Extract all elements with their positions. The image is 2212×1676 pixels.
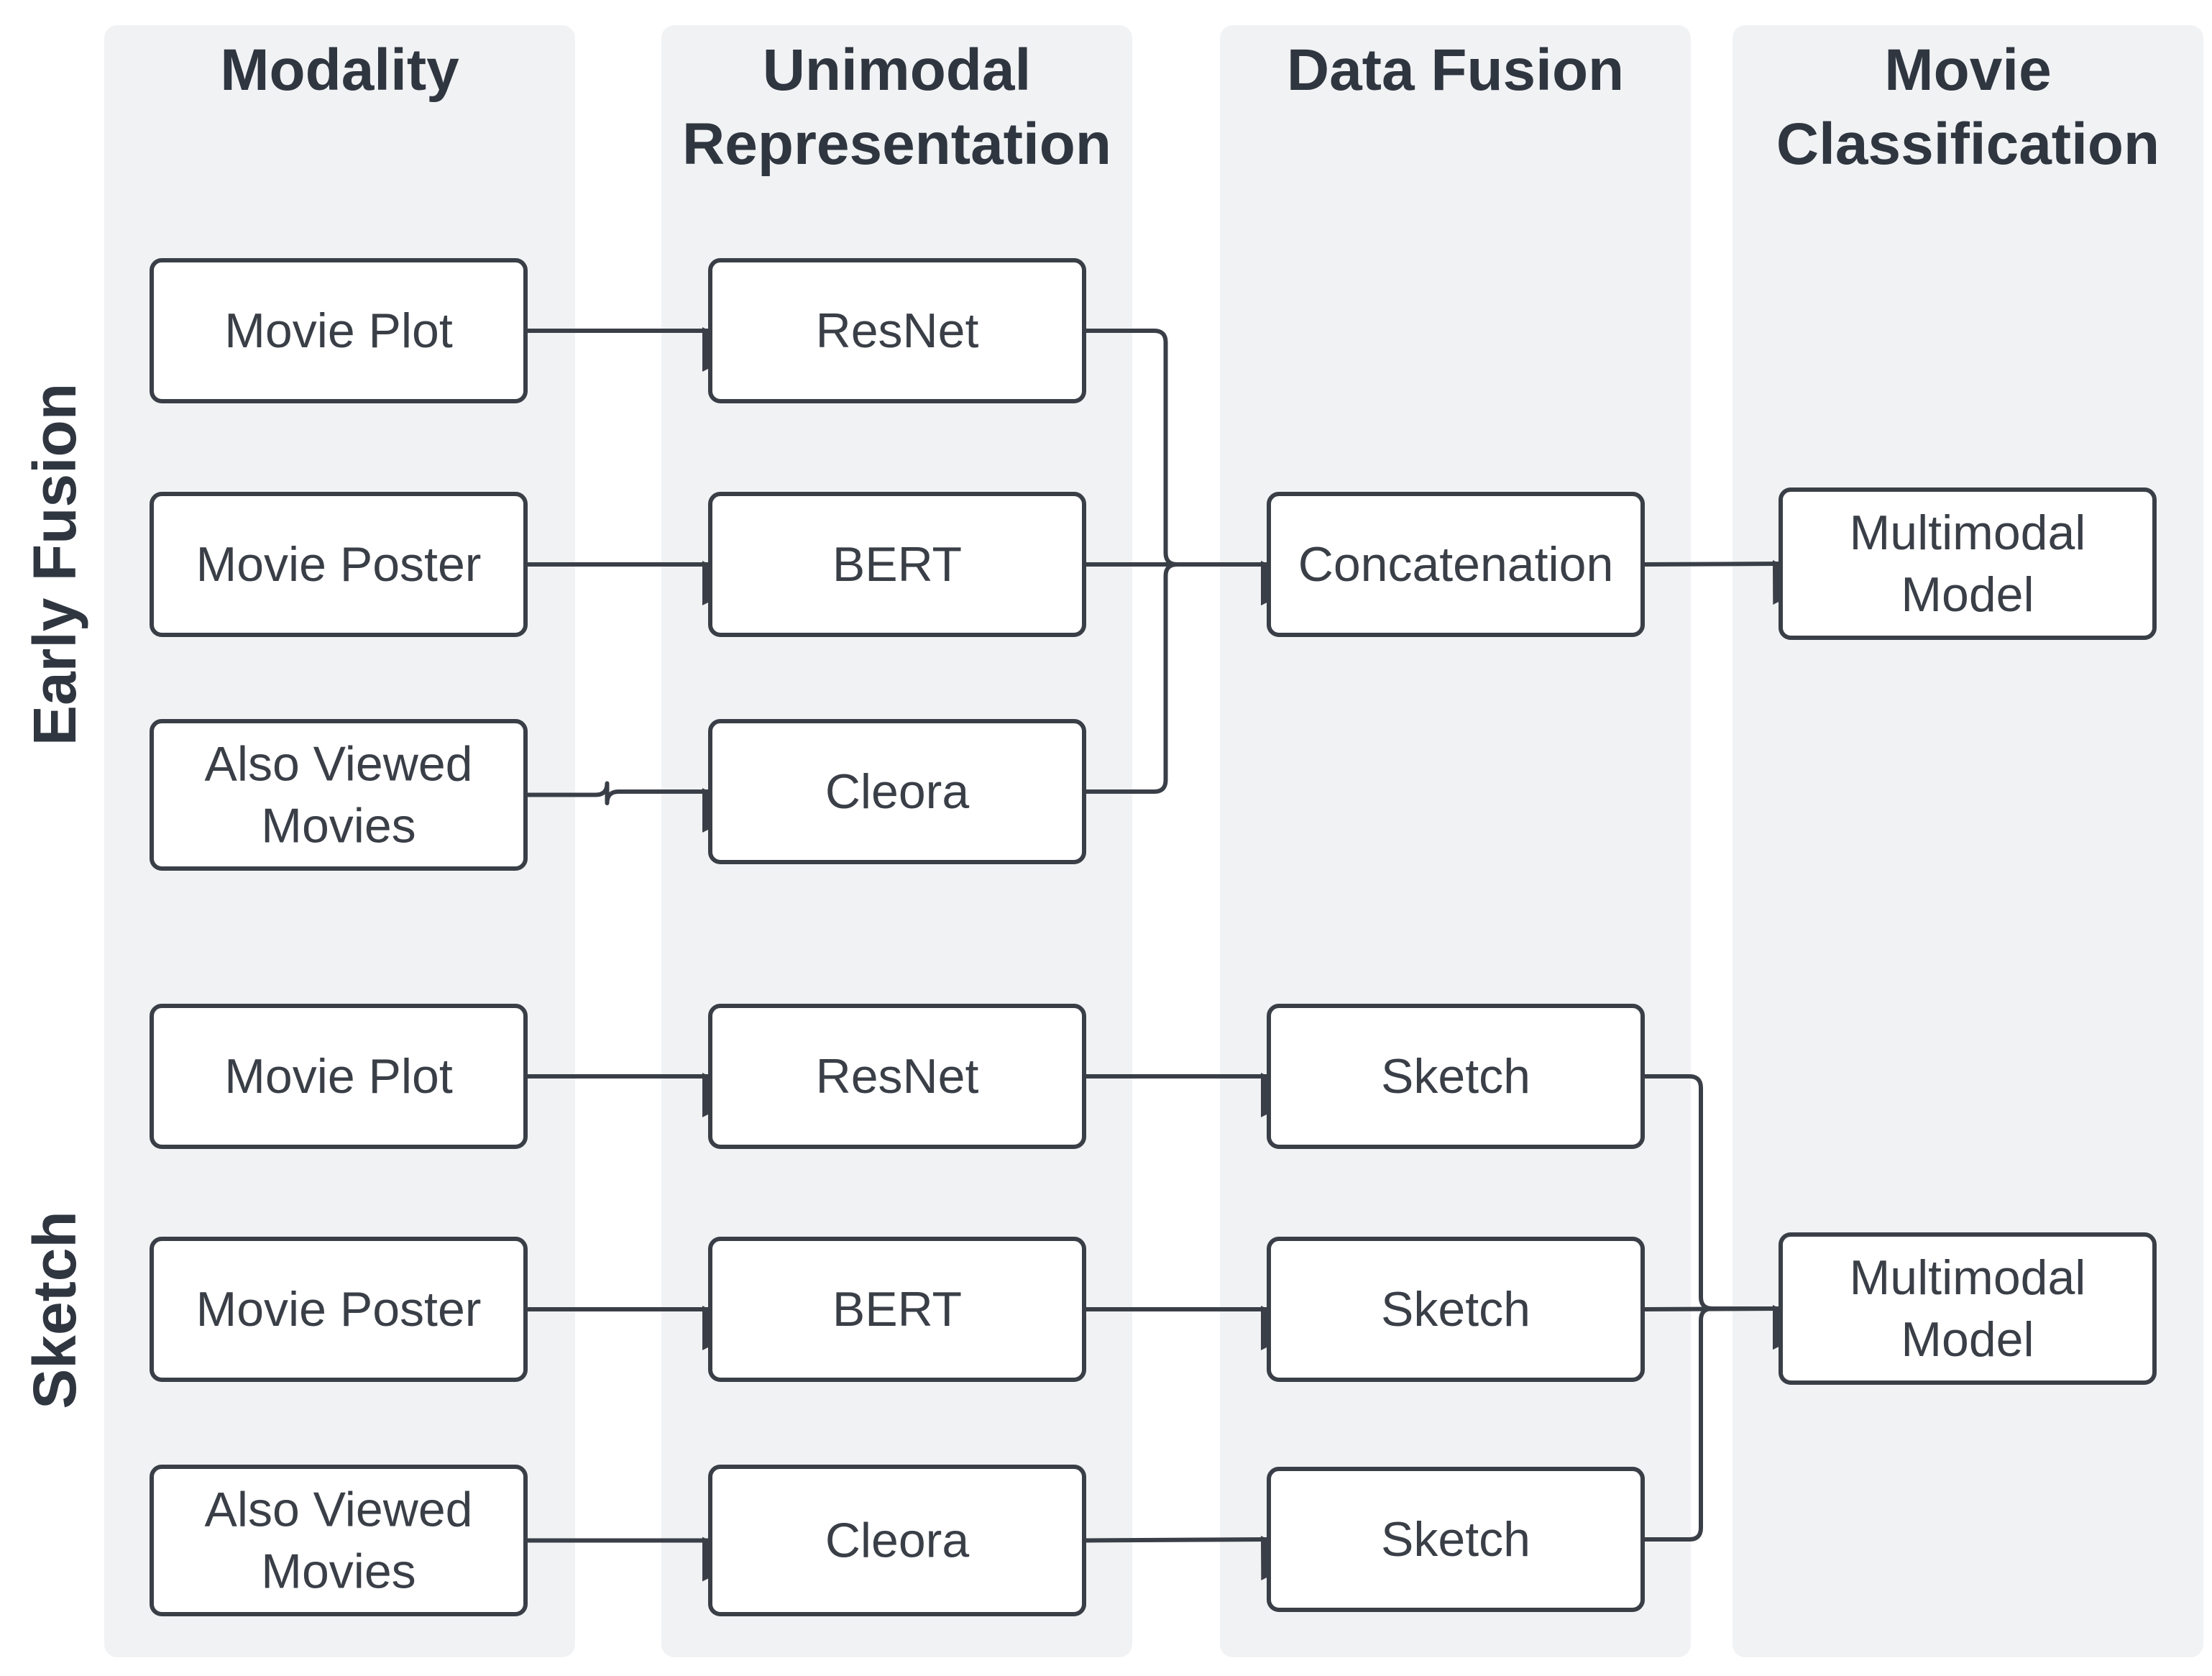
column-title-line: Data Fusion	[1287, 37, 1624, 103]
node-box	[150, 492, 528, 637]
node-sk-bert: BERT	[708, 1237, 1086, 1382]
column-title-line: Representation	[682, 111, 1111, 177]
column-classification-background	[1733, 25, 2203, 1657]
node-label: Movies	[261, 799, 416, 853]
node-label: BERT	[832, 537, 962, 592]
node-label: Multimodal	[1850, 1250, 2086, 1305]
node-label: Also Viewed	[205, 1483, 473, 1537]
node-sk-sketch3: Sketch	[1267, 1467, 1645, 1612]
node-label: Model	[1901, 567, 2034, 622]
node-sk-plot: Movie Plot	[150, 1004, 528, 1149]
column-title-line: Modality	[220, 37, 459, 103]
node-box	[150, 1004, 528, 1149]
node-sk-resnet: ResNet	[708, 1004, 1086, 1149]
column-fusion-background	[1220, 25, 1691, 1657]
node-ef-concat: Concatenation	[1267, 492, 1645, 637]
node-ef-resnet: ResNet	[708, 258, 1086, 403]
column-title-line: Movie	[1884, 37, 2051, 103]
node-label: Multimodal	[1850, 505, 2086, 560]
node-box	[1779, 487, 2157, 640]
column-fusion-title: Data Fusion	[1287, 37, 1624, 103]
node-label: Model	[1901, 1312, 2034, 1367]
row-label-early: Early Fusion	[21, 383, 88, 746]
node-label: Cleora	[825, 1514, 969, 1568]
node-label: Cleora	[825, 764, 969, 819]
node-ef-plot: Movie Plot	[150, 258, 528, 403]
node-box	[150, 719, 528, 871]
edge-layer	[526, 327, 1818, 1582]
node-box	[708, 492, 1086, 637]
node-label: Movie Plot	[224, 1049, 453, 1104]
node-box	[1267, 492, 1645, 637]
node-label: Movie Poster	[196, 537, 482, 592]
node-ef-poster: Movie Poster	[150, 492, 528, 637]
node-label: BERT	[832, 1282, 962, 1337]
node-label: Sketch	[1381, 1512, 1530, 1567]
node-label: Movie Poster	[196, 1282, 482, 1337]
node-label: Sketch	[1381, 1049, 1530, 1104]
arrow-sk-cleora-to-sk-sketch3	[1083, 1536, 1306, 1581]
node-box	[150, 1237, 528, 1382]
node-label: Concatenation	[1298, 537, 1614, 592]
row-label-sketch: Sketch	[21, 1211, 88, 1409]
node-label: ResNet	[816, 1049, 979, 1104]
arrow-ef-cleora-to-ef-concat	[1084, 561, 1305, 794]
column-title-line: Classification	[1776, 111, 2160, 177]
node-box	[1779, 1232, 2157, 1385]
node-ef-bert: BERT	[708, 492, 1086, 637]
node-box	[150, 1465, 528, 1616]
node-label: ResNet	[816, 303, 979, 358]
node-label: Movies	[261, 1544, 416, 1599]
arrow-sk-sketch3-to-sk-multimodal	[1643, 1305, 1817, 1542]
column-title-line: Unimodal	[763, 37, 1032, 103]
node-box	[150, 258, 528, 403]
node-box	[708, 719, 1086, 864]
node-box	[1267, 1467, 1645, 1612]
node-box	[708, 1004, 1086, 1149]
node-label: Sketch	[1381, 1282, 1530, 1337]
node-sk-poster: Movie Poster	[150, 1237, 528, 1382]
node-label: Also Viewed	[205, 737, 473, 792]
node-box	[708, 1237, 1086, 1382]
node-box	[708, 258, 1086, 403]
node-box	[708, 1465, 1086, 1616]
node-box	[1267, 1237, 1645, 1382]
column-modality-title: Modality	[220, 37, 459, 103]
node-label: Movie Plot	[224, 303, 453, 358]
node-sk-cleora: Cleora	[708, 1465, 1086, 1616]
arrow-ef-also-to-ef-cleora	[526, 781, 747, 833]
node-ef-cleora: Cleora	[708, 719, 1086, 864]
node-sk-sketch1: Sketch	[1267, 1004, 1645, 1149]
node-sk-sketch2: Sketch	[1267, 1237, 1645, 1382]
node-box	[1267, 1004, 1645, 1149]
